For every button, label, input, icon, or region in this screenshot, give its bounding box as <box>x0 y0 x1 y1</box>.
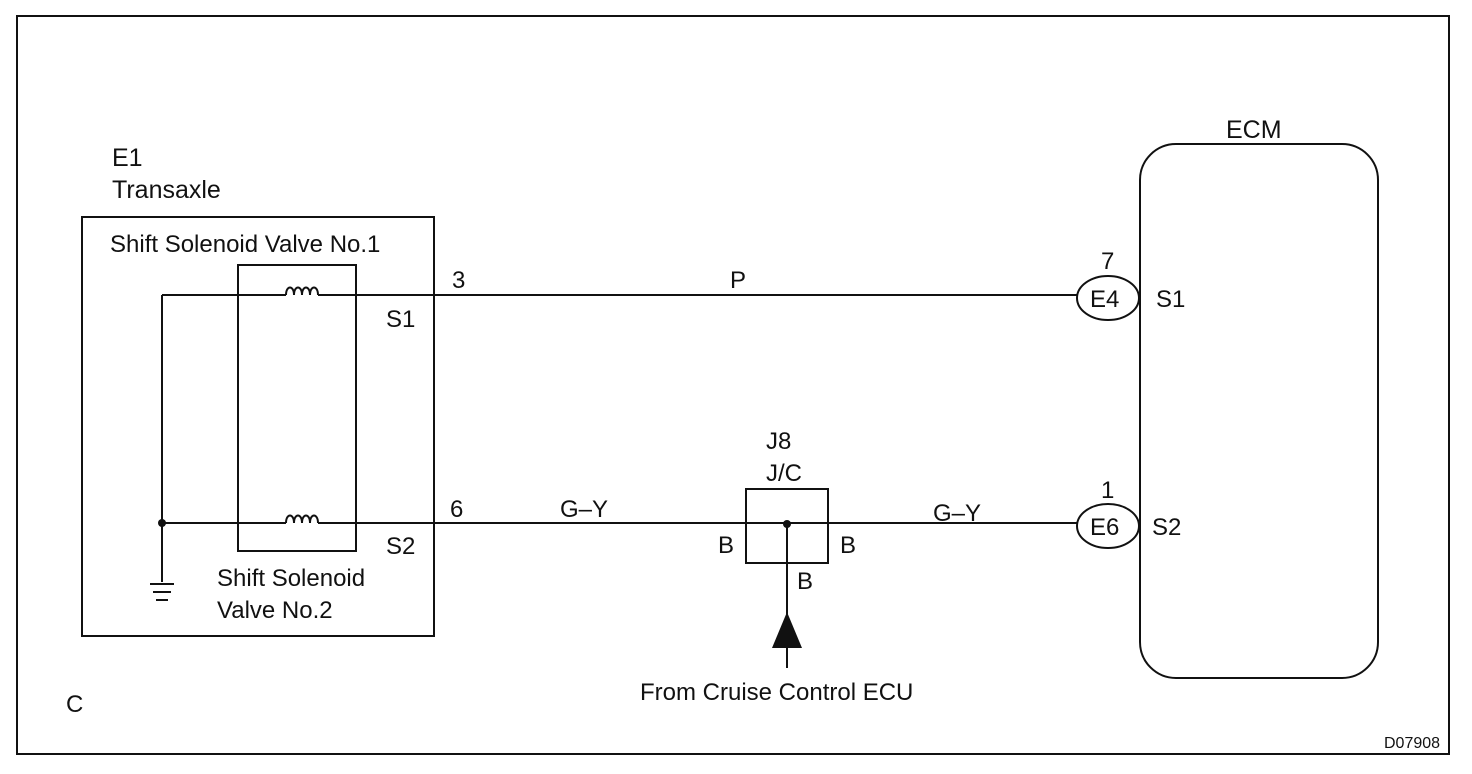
e6-connector-oval <box>1076 503 1140 549</box>
junction-left-pin-label: B <box>718 532 734 559</box>
s1-pin-label: 3 <box>452 267 465 294</box>
input-arrow-icon <box>772 612 802 648</box>
s2-pin-label: 6 <box>450 496 463 523</box>
e6-terminal-label: S2 <box>1152 514 1181 541</box>
s1-terminal-label: S1 <box>386 306 415 333</box>
solenoid1-label: Shift Solenoid Valve No.1 <box>110 231 380 258</box>
solenoid2-label-line1: Shift Solenoid <box>217 565 365 592</box>
ecm-box <box>1139 143 1379 679</box>
s1-wire-color-label: P <box>730 267 746 294</box>
solenoid1-coil-icon <box>285 286 319 296</box>
e4-connector-label: E4 <box>1090 286 1119 313</box>
junction-right-pin-label: B <box>840 532 856 559</box>
junction-name-label: J/C <box>766 460 802 487</box>
solenoid-valve-body <box>237 264 357 552</box>
corner-letter: C <box>66 691 83 718</box>
e6-connector-label: E6 <box>1090 514 1119 541</box>
solenoid2-label-line2: Valve No.2 <box>217 597 333 624</box>
e4-pin-label: 7 <box>1101 248 1114 275</box>
s2-right-wire-color-label: G–Y <box>933 500 981 527</box>
transaxle-name-label: Transaxle <box>112 176 221 204</box>
ecm-label: ECM <box>1226 116 1282 144</box>
transaxle-connector-label: E1 <box>112 144 143 172</box>
s2-left-wire-color-label: G–Y <box>560 496 608 523</box>
s2-terminal-label: S2 <box>386 533 415 560</box>
diagram-frame <box>16 15 1450 755</box>
e4-terminal-label: S1 <box>1156 286 1185 313</box>
junction-bottom-pin-label: B <box>797 568 813 595</box>
ground-junction-dot <box>158 519 166 527</box>
junction-connector-label: J8 <box>766 428 791 455</box>
ground-icon <box>150 583 174 601</box>
e4-connector-oval <box>1076 275 1140 321</box>
transaxle-box <box>81 216 435 637</box>
cruise-control-source-label: From Cruise Control ECU <box>640 679 913 706</box>
e6-pin-label: 1 <box>1101 477 1114 504</box>
solenoid2-coil-icon <box>285 514 319 524</box>
figure-code: D07908 <box>1384 735 1440 752</box>
